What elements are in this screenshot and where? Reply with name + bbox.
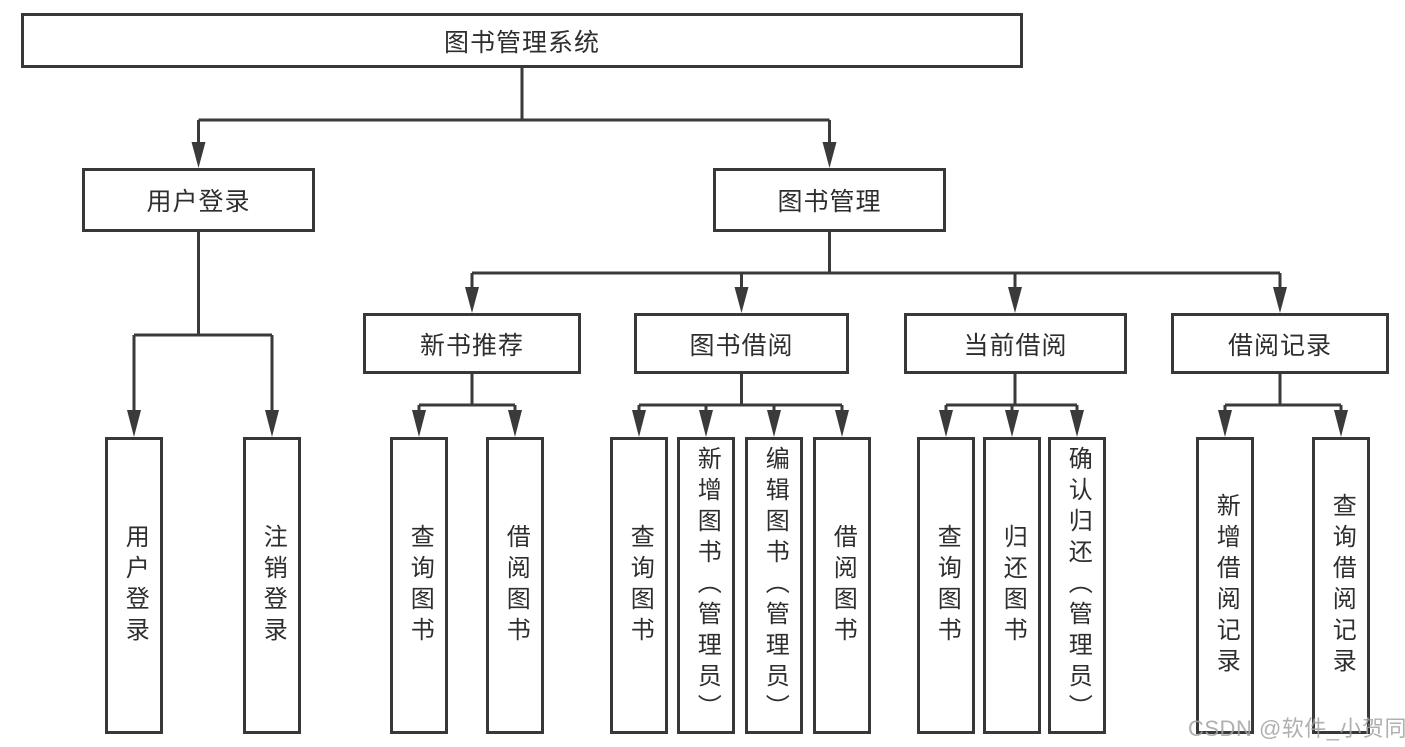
node-root: 图书管理系统 <box>21 13 1023 68</box>
leaf-return-books-label: 归还图书 <box>999 523 1027 648</box>
connector-borrow-record-to-leaves <box>1218 374 1348 437</box>
leaf-query-borrow-record: 查询借阅记录 <box>1312 437 1370 734</box>
node-user-login-label: 用户登录 <box>146 188 251 216</box>
node-borrow-records-label: 借阅记录 <box>1227 331 1332 360</box>
node-book-borrow: 图书借阅 <box>634 313 849 374</box>
leaf-add-books-admin: 新增图书（管理员） <box>677 437 735 734</box>
arrowhead <box>734 287 749 313</box>
arrowhead <box>127 410 141 437</box>
arrowhead <box>1334 410 1348 437</box>
leaf-query-books-borrow: 查询图书 <box>610 437 668 734</box>
arrowhead <box>767 410 781 437</box>
leaf-query-books-current: 查询图书 <box>917 437 975 734</box>
node-current-borrow: 当前借阅 <box>904 313 1127 374</box>
leaf-query-books-borrow-label: 查询图书 <box>626 523 654 648</box>
arrowhead <box>508 410 522 437</box>
leaf-user-login-label: 用户登录 <box>121 523 149 648</box>
node-user-login: 用户登录 <box>82 168 315 232</box>
arrowhead <box>632 410 646 437</box>
arrowhead <box>1273 287 1287 313</box>
leaf-query-books-newbook-label: 查询图书 <box>406 523 434 648</box>
leaf-borrow-books-newbook: 借阅图书 <box>486 437 544 734</box>
arrowhead <box>835 410 849 437</box>
leaf-edit-books-admin: 编辑图书（管理员） <box>745 437 803 734</box>
arrowhead <box>412 410 426 437</box>
leaf-add-books-admin-label: 新增图书（管理员） <box>693 446 721 725</box>
connector-new-book-to-leaves <box>412 374 522 437</box>
arrowhead <box>465 287 479 313</box>
leaf-confirm-return-admin: 确认归还（管理员） <box>1048 437 1106 734</box>
leaf-borrow-books-borrow: 借阅图书 <box>813 437 871 734</box>
node-borrow-records: 借阅记录 <box>1171 313 1389 374</box>
arrowhead <box>939 410 953 437</box>
node-book-management-label: 图书管理 <box>777 188 882 216</box>
leaf-add-borrow-record-label: 新增借阅记录 <box>1212 492 1240 679</box>
leaf-query-books-current-label: 查询图书 <box>933 523 961 648</box>
connector-user-login-to-leaves <box>127 232 279 437</box>
arrowhead <box>1005 410 1019 437</box>
arrowhead <box>1070 410 1084 437</box>
leaf-borrow-books-newbook-label: 借阅图书 <box>502 523 530 648</box>
arrowhead <box>822 142 837 168</box>
csdn-watermark: CSDN @软件_小贺同学 <box>1188 716 1405 741</box>
node-book-management: 图书管理 <box>713 168 946 232</box>
leaf-edit-books-admin-label: 编辑图书（管理员） <box>761 446 789 725</box>
arrowhead <box>265 410 279 437</box>
leaf-logout: 注销登录 <box>243 437 301 734</box>
node-current-borrow-label: 当前借阅 <box>963 331 1068 360</box>
arrowhead <box>191 142 206 168</box>
node-book-borrow-label: 图书借阅 <box>689 331 794 360</box>
node-new-book-recommend-label: 新书推荐 <box>419 331 524 360</box>
leaf-return-books: 归还图书 <box>983 437 1041 734</box>
connector-current-borrow-to-leaves <box>939 374 1084 437</box>
node-root-label: 图书管理系统 <box>443 28 600 57</box>
connector-book-borrow-to-leaves <box>632 374 849 437</box>
leaf-logout-label: 注销登录 <box>259 523 287 648</box>
leaf-add-borrow-record: 新增借阅记录 <box>1196 437 1254 734</box>
leaf-confirm-return-admin-label: 确认归还（管理员） <box>1064 446 1092 725</box>
connector-root-to-level2 <box>191 68 837 168</box>
arrowhead <box>1008 287 1022 313</box>
leaf-user-login: 用户登录 <box>105 437 163 734</box>
arrowhead <box>699 410 713 437</box>
connector-book-mgmt-to-level3 <box>465 232 1287 313</box>
arrowhead <box>1218 410 1232 437</box>
leaf-query-borrow-record-label: 查询借阅记录 <box>1328 492 1356 679</box>
node-new-book-recommend: 新书推荐 <box>363 313 581 374</box>
leaf-query-books-newbook: 查询图书 <box>390 437 448 734</box>
leaf-borrow-books-borrow-label: 借阅图书 <box>829 523 857 648</box>
